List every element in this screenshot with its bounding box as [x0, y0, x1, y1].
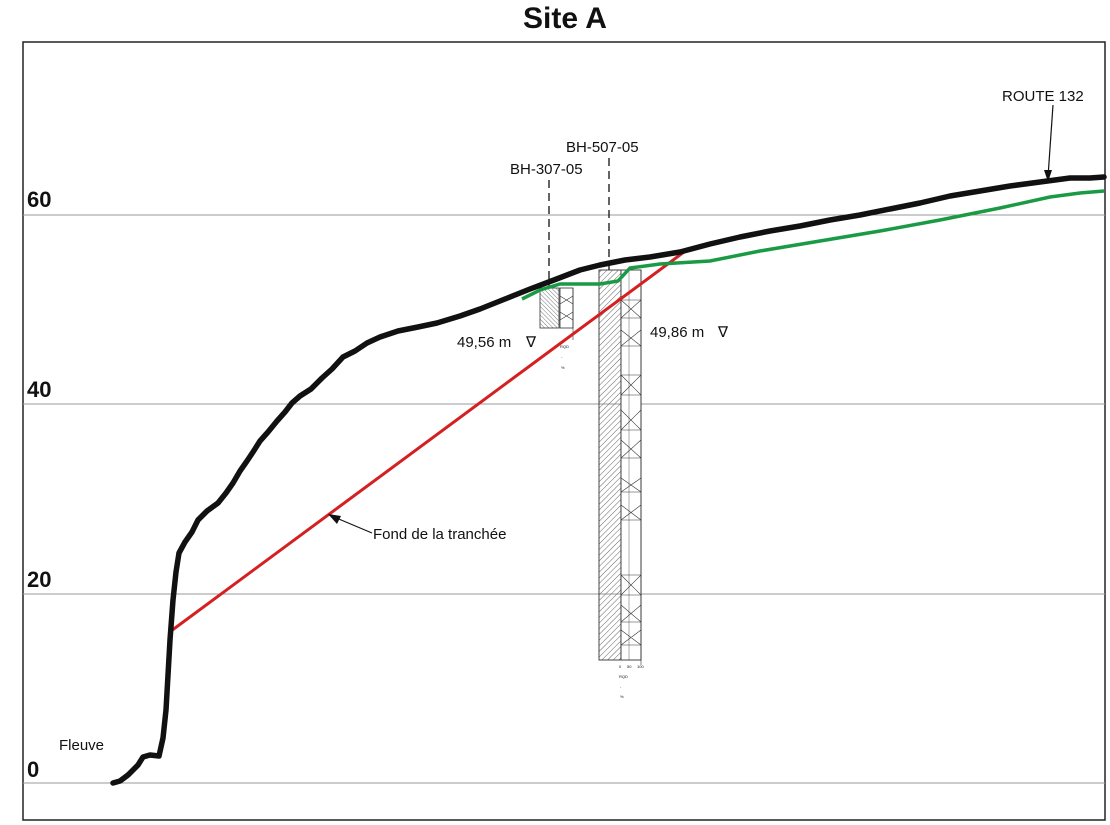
rqd-dash-bh507: - — [620, 684, 622, 689]
plot-frame — [22, 41, 1106, 821]
rqd-tick-0: 0 — [619, 664, 622, 669]
fleuve-label: Fleuve — [59, 737, 104, 754]
y-tick-label-40: 40 — [27, 377, 51, 402]
rqd-tick-50: 50 — [627, 664, 632, 669]
terrain-profile-line — [110, 174, 1107, 786]
y-tick-label-20: 20 — [27, 567, 51, 592]
water-symbol-bh507-icon: ∇ — [717, 324, 729, 341]
fond-arrow-line — [333, 516, 373, 534]
water-symbol-bh307-icon: ∇ — [525, 334, 537, 351]
green-profile-line — [521, 189, 1105, 301]
route-label: ROUTE 132 — [1002, 88, 1084, 105]
rqd-percent-bh307: % — [561, 365, 565, 370]
rqd-dash-bh307: - — [561, 354, 563, 359]
rqd-percent-bh507: % — [620, 694, 624, 699]
rqd-tick-100: 100 — [637, 664, 644, 669]
route-arrow-head — [1044, 170, 1052, 182]
rqd-label-bh507: RQD — [619, 674, 628, 679]
bh507-label: BH-507-05 — [566, 139, 639, 156]
trench-bottom-line — [170, 250, 685, 633]
water-level-bh307: 49,56 m — [457, 334, 511, 351]
grid-lines — [23, 214, 1105, 784]
bh307-label: BH-307-05 — [510, 161, 583, 178]
route-arrow-line — [1047, 104, 1054, 178]
fond-label: Fond de la tranchée — [373, 526, 506, 543]
rqd-label-bh307: RQD — [560, 344, 569, 349]
y-tick-label-60: 60 — [27, 187, 51, 212]
y-tick-label-0: 0 — [27, 757, 39, 782]
fond-arrow-head — [328, 514, 341, 524]
diagram-title: Site A — [523, 2, 607, 35]
borehole-bh507-log — [598, 269, 642, 665]
borehole-bh307-log — [539, 287, 574, 340]
water-level-bh507: 49,86 m — [650, 324, 704, 341]
